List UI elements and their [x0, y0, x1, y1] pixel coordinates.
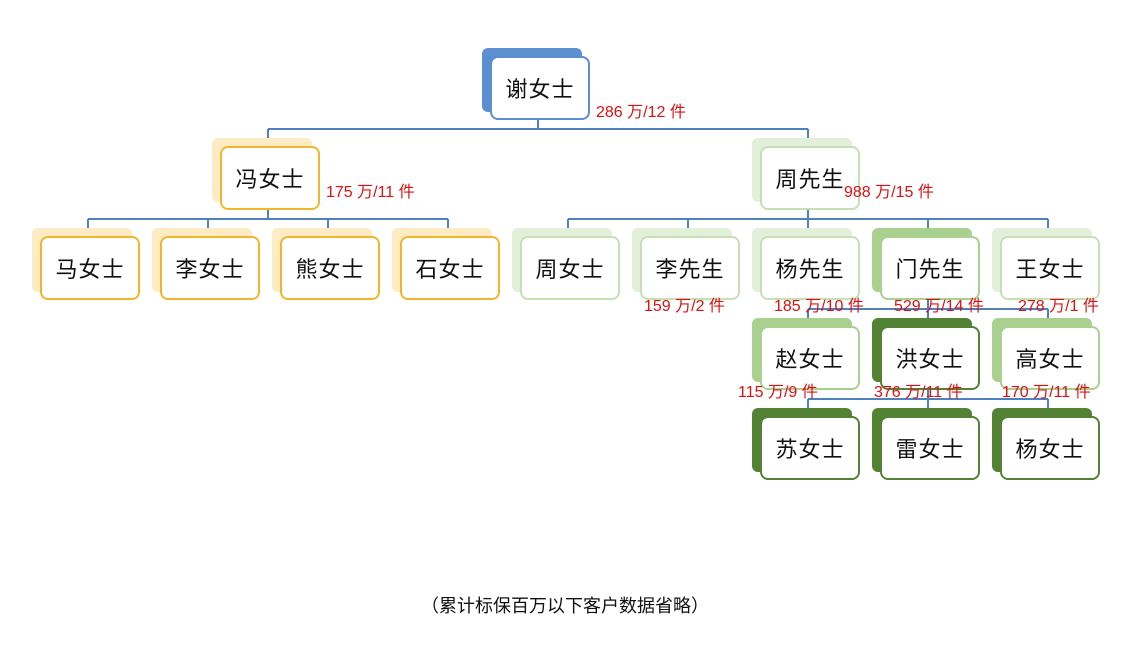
- person-node-xiong: 熊女士: [272, 228, 380, 300]
- person-node-li_f: 李女士: [152, 228, 260, 300]
- person-node-yang_m: 杨先生: [752, 228, 860, 300]
- person-node-li_m: 李先生: [632, 228, 740, 300]
- node-box: 周女士: [520, 236, 620, 300]
- stat-label-zhao: 115 万/9 件: [738, 384, 818, 401]
- footnote: （累计标保百万以下客户数据省略）: [421, 596, 709, 617]
- node-box: 王女士: [1000, 236, 1100, 300]
- person-name: 周女士: [535, 258, 605, 283]
- node-box: 雷女士: [880, 416, 980, 480]
- node-box: 周先生: [760, 146, 860, 210]
- person-node-zhou_f: 周女士: [512, 228, 620, 300]
- person-name: 李女士: [175, 258, 245, 283]
- stat-label-yang_m: 185 万/10 件: [774, 298, 864, 315]
- stat-label-gao: 170 万/11 件: [1002, 384, 1091, 401]
- person-name: 石女士: [415, 258, 485, 283]
- person-name: 冯女士: [235, 168, 305, 193]
- node-box: 李女士: [160, 236, 260, 300]
- person-node-ma: 马女士: [32, 228, 140, 300]
- person-name: 苏女士: [775, 438, 845, 463]
- stat-label-feng: 175 万/11 件: [326, 184, 415, 201]
- person-node-men: 门先生: [872, 228, 980, 300]
- person-name: 杨女士: [1015, 438, 1085, 463]
- person-name: 门先生: [895, 258, 965, 283]
- node-box: 杨先生: [760, 236, 860, 300]
- person-name: 杨先生: [775, 258, 845, 283]
- node-box: 苏女士: [760, 416, 860, 480]
- person-node-xie: 谢女士: [482, 48, 590, 120]
- person-node-yang_f: 杨女士: [992, 408, 1100, 480]
- node-box: 高女士: [1000, 326, 1100, 390]
- node-box: 门先生: [880, 236, 980, 300]
- person-name: 熊女士: [295, 258, 365, 283]
- person-name: 周先生: [775, 168, 845, 193]
- node-box: 洪女士: [880, 326, 980, 390]
- stat-label-xie: 286 万/12 件: [596, 104, 686, 121]
- person-name: 谢女士: [505, 78, 575, 103]
- person-node-su: 苏女士: [752, 408, 860, 480]
- node-box: 石女士: [400, 236, 500, 300]
- person-name: 王女士: [1015, 258, 1085, 283]
- node-box: 冯女士: [220, 146, 320, 210]
- stat-label-men: 529 万/14 件: [894, 298, 984, 315]
- stat-label-zhou: 988 万/15 件: [844, 184, 934, 201]
- node-box: 马女士: [40, 236, 140, 300]
- node-box: 杨女士: [1000, 416, 1100, 480]
- person-node-shi: 石女士: [392, 228, 500, 300]
- stat-label-hong: 376 万/11 件: [874, 384, 963, 401]
- stat-label-li_m: 159 万/2 件: [644, 298, 725, 315]
- node-box: 赵女士: [760, 326, 860, 390]
- person-node-zhao: 赵女士: [752, 318, 860, 390]
- person-node-hong: 洪女士: [872, 318, 980, 390]
- person-name: 李先生: [655, 258, 725, 283]
- person-name: 马女士: [55, 258, 125, 283]
- person-node-wang: 王女士: [992, 228, 1100, 300]
- person-name: 高女士: [1015, 348, 1085, 373]
- person-name: 洪女士: [895, 348, 965, 373]
- node-box: 李先生: [640, 236, 740, 300]
- person-node-feng: 冯女士: [212, 138, 320, 210]
- person-node-zhou: 周先生: [752, 138, 860, 210]
- node-box: 熊女士: [280, 236, 380, 300]
- node-box: 谢女士: [490, 56, 590, 120]
- person-node-lei: 雷女士: [872, 408, 980, 480]
- person-name: 赵女士: [775, 348, 845, 373]
- person-node-gao: 高女士: [992, 318, 1100, 390]
- stat-label-wang: 278 万/1 件: [1018, 298, 1099, 315]
- person-name: 雷女士: [895, 438, 965, 463]
